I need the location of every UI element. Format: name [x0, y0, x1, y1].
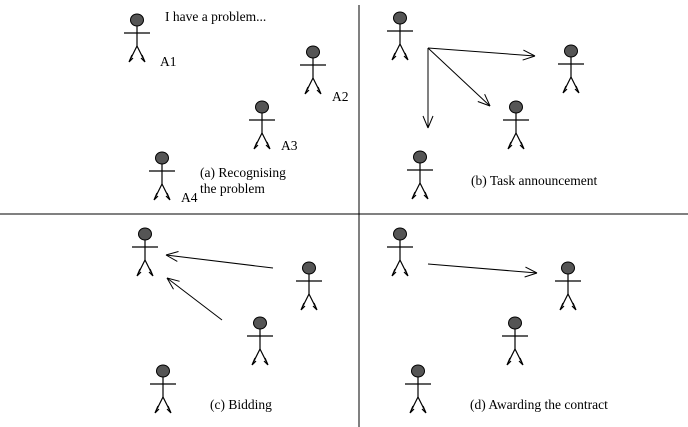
announce-arrow-diagonal	[427, 47, 491, 107]
speech-text: I have a problem...	[165, 9, 266, 24]
agent-label-a4: A4	[181, 190, 198, 205]
agent-b1	[386, 11, 414, 61]
agent-a2	[299, 45, 327, 95]
agent-label-a2: A2	[332, 89, 349, 104]
agent-c2	[295, 261, 323, 311]
panel-b: (b) Task announcement	[386, 11, 598, 200]
agent-a1	[123, 13, 151, 63]
agent-d3	[501, 316, 529, 366]
agent-c3	[246, 316, 274, 366]
agent-a3	[248, 100, 276, 150]
agent-b4	[406, 150, 434, 200]
agent-b3	[502, 100, 530, 150]
bid-arrow-2	[166, 277, 223, 321]
agent-b2	[557, 44, 585, 94]
panel-c: (c) Bidding	[131, 227, 323, 414]
agent-c1	[131, 227, 159, 277]
bid-arrow-1	[165, 254, 274, 269]
caption-c: (c) Bidding	[210, 397, 272, 412]
agent-label-a1: A1	[160, 54, 177, 69]
panel-d: (d) Awarding the contract	[386, 227, 608, 414]
agent-a4	[148, 151, 176, 201]
award-arrow	[427, 263, 538, 274]
caption-b: (b) Task announcement	[471, 173, 598, 188]
caption-a-line2: the problem	[200, 181, 265, 196]
agent-d2	[554, 261, 582, 311]
caption-a-line1: (a) Recognising	[200, 165, 286, 180]
agent-d1	[386, 227, 414, 277]
agent-c4	[149, 364, 177, 414]
agent-d4	[404, 364, 432, 414]
agent-label-a3: A3	[281, 138, 298, 153]
announce-arrow-right	[427, 47, 536, 57]
caption-d: (d) Awarding the contract	[470, 397, 608, 412]
panel-a: I have a problem... A1 A2 A3 A4 (a) Reco…	[123, 9, 349, 205]
